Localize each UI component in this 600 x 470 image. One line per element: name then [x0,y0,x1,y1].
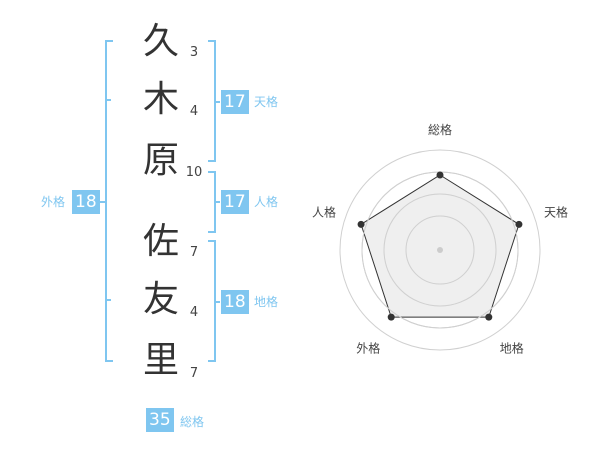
chikaku-bracket-mid [214,301,220,303]
soukaku-label: 総格 [180,415,205,429]
radar-axis-label-3: 外格 [356,341,380,356]
radar-center [437,247,443,253]
jinkaku-bracket-mid [214,201,220,203]
radar-axis-label-1: 天格 [544,204,568,219]
tenkaku-label: 天格 [254,95,279,109]
name-char-6: 里 [142,340,179,381]
gaikaku-bracket-mid [99,201,105,203]
radar-axis-label-0: 総格 [428,122,452,137]
radar-ring-overlay [383,193,497,307]
radar-axis-label-4: 人格 [312,204,336,219]
stroke-count-2: 4 [189,104,199,119]
radar-ring-overlay [405,215,475,285]
gaikaku-bracket-tick [105,299,111,301]
name-char-4: 佐 [142,221,179,262]
jinkaku-label: 人格 [254,195,279,209]
name-char-5: 友 [142,279,179,320]
chikaku-badge: 18 [221,290,249,314]
radar-point-4 [357,220,365,228]
jinkaku-badge: 17 [221,190,249,214]
soukaku-badge: 35 [146,408,174,432]
gaikaku-bracket-tick [105,99,111,101]
chikaku-label: 地格 [254,295,279,309]
radar-point-1 [515,220,523,228]
name-char-1: 久 [142,21,179,62]
radar-point-0 [436,171,444,179]
tenkaku-bracket-mid [214,101,220,103]
radar-axis-label-2: 地格 [500,341,524,356]
stroke-count-5: 4 [189,305,199,320]
gaikaku-label: 外格 [41,195,66,209]
name-char-2: 木 [142,79,179,120]
tenkaku-badge: 17 [221,90,249,114]
radar-point-2 [485,313,493,321]
name-char-3: 原 [142,140,179,181]
stroke-count-3: 10 [185,165,203,180]
stroke-count-6: 7 [189,366,199,381]
gaikaku-bracket [105,40,113,362]
stroke-count-1: 3 [189,45,199,60]
stroke-count-4: 7 [189,245,199,260]
radar-point-3 [387,313,395,321]
gaikaku-badge: 18 [72,190,100,214]
